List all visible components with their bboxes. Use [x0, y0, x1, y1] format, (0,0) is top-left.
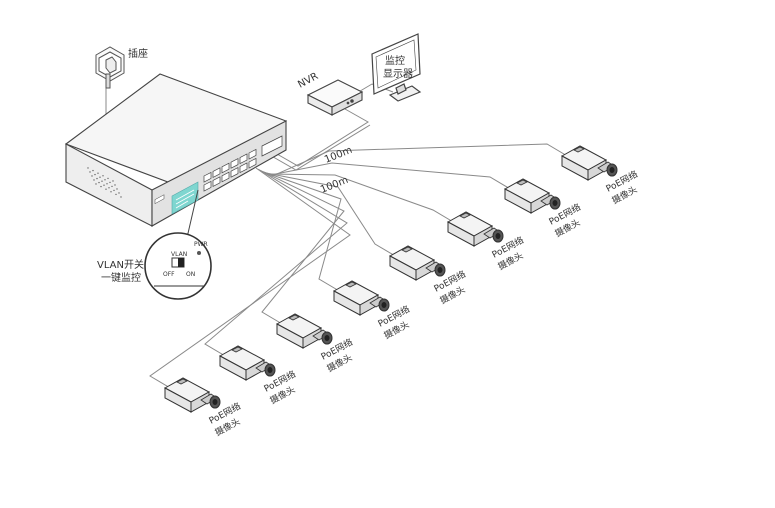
- outlet-label: 插座: [128, 47, 148, 60]
- toggle-off-label: OFF: [163, 271, 175, 278]
- rj45-port: [230, 158, 239, 169]
- rj45-port: [212, 176, 221, 187]
- nvr-label: NVR: [296, 71, 320, 91]
- camera-cable: [204, 168, 348, 361]
- cable-length-switch: 100m: [319, 175, 350, 196]
- vlan-switch-zoom: [144, 232, 212, 300]
- camera-cable: [264, 172, 403, 261]
- vlan-callout-line2: 一键监控: [101, 271, 141, 284]
- pwr-label: PWR: [194, 241, 208, 248]
- rj45-port: [248, 157, 257, 169]
- rj45-port: [248, 148, 257, 160]
- camera-cable-bundle: [149, 143, 575, 393]
- poe-switch: [64, 73, 288, 227]
- rj45-port: [212, 167, 221, 178]
- monitor: [371, 33, 422, 102]
- toggle-on-label: ON: [186, 271, 195, 278]
- cables: [105, 83, 575, 393]
- pwr-led: [197, 251, 201, 255]
- monitor-label-1: 监控: [385, 54, 405, 67]
- camera-group: PoE网络摄像头PoE网络摄像头PoE网络摄像头PoE网络摄像头PoE网络摄像头…: [163, 145, 640, 439]
- switch-ports: [203, 135, 283, 192]
- vlan-callout-line1: VLAN开关: [97, 258, 144, 271]
- rj45-port: [230, 167, 239, 178]
- rj45-port: [203, 180, 212, 192]
- rj45-port: [221, 171, 230, 183]
- rj45-port: [239, 153, 248, 165]
- camera-cable: [266, 173, 461, 227]
- power-outlet: [95, 46, 125, 89]
- rj45-port: [239, 162, 248, 174]
- vlan-toggle-label: VLAN: [171, 251, 187, 258]
- camera-cable: [269, 162, 518, 194]
- switch-vents: [87, 167, 122, 198]
- front-label-panel: [171, 181, 199, 215]
- cable-nvr: [269, 108, 369, 167]
- monitor-label-2: 显示器: [383, 68, 413, 80]
- camera-cable: [262, 171, 347, 296]
- uplink-ports: [261, 135, 283, 157]
- nvr-device: [306, 79, 364, 116]
- rj45-port: [203, 171, 212, 183]
- rj45-port: [221, 162, 230, 174]
- camera-cable: [260, 169, 345, 329]
- camera-cable: [271, 143, 575, 177]
